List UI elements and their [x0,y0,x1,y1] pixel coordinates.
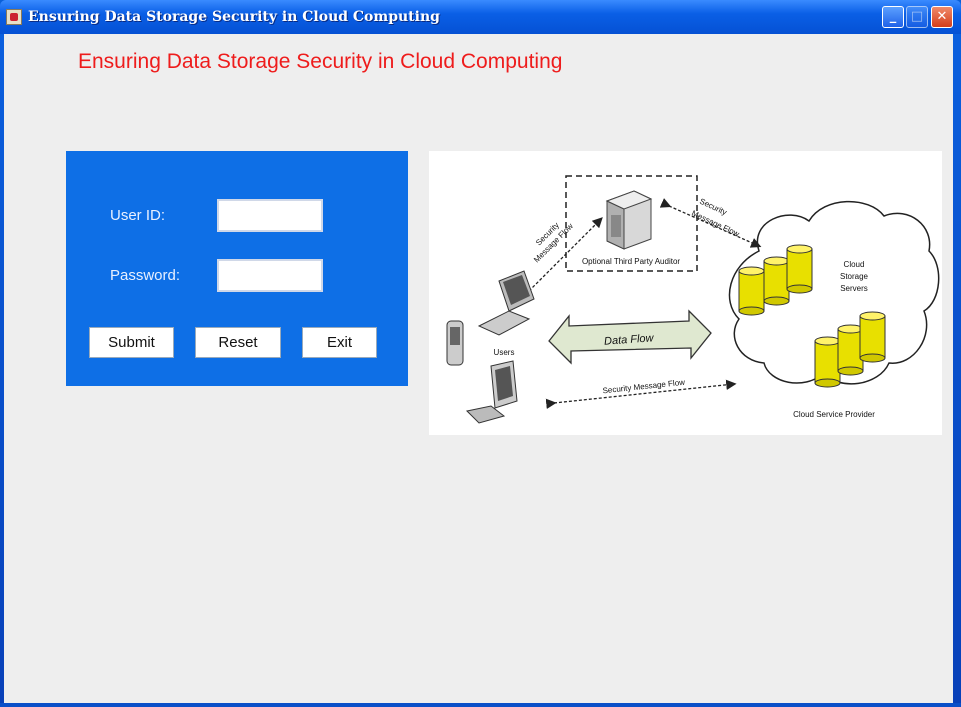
java-app-icon [6,9,22,25]
data-flow-arrow [548,309,712,365]
window-bottom-border [0,703,961,707]
user-id-field[interactable] [217,199,323,232]
maximize-button[interactable]: □ [906,6,928,28]
bottom-security-flow-label: Security Message Flow [602,378,685,396]
content-area: Ensuring Data Storage Security in Cloud … [4,34,953,703]
page-title: Ensuring Data Storage Security in Cloud … [78,50,563,73]
security-flow-right-label-2: Message Flow [690,209,741,239]
bottom-security-flow-arrow [545,379,737,409]
close-button[interactable]: ✕ [931,6,953,28]
auditor-label: Optional Third Party Auditor [582,257,680,266]
reset-button[interactable]: Reset [195,327,281,358]
servers-label-line3: Servers [840,284,868,293]
submit-button[interactable]: Submit [89,327,174,358]
login-panel: User ID: Password: Submit Reset Exit [66,151,408,386]
auditor-server-icon [605,190,653,250]
user-id-label: User ID: [110,207,166,224]
desktop-icon [465,360,518,424]
exit-button[interactable]: Exit [302,327,377,358]
servers-label-line1: Cloud [844,260,865,269]
storage-server-cylinders-top [738,244,813,316]
users-label: Users [494,348,515,357]
window-title: Ensuring Data Storage Security in Cloud … [28,9,440,25]
security-flow-arrow-left [519,217,603,301]
data-flow-label: Data Flow [604,332,655,347]
password-label: Password: [110,267,181,284]
security-flow-arrow-right [659,198,762,248]
laptop-icon [477,270,535,336]
pda-icon [446,320,464,366]
provider-label: Cloud Service Provider [793,410,875,419]
title-bar[interactable]: Ensuring Data Storage Security in Cloud … [0,0,961,34]
cloud-shape [728,200,940,385]
password-field[interactable] [217,259,323,292]
architecture-diagram: Optional Third Party Auditor Security Me… [429,151,942,435]
servers-label-line2: Storage [840,272,869,281]
storage-server-cylinders-bottom [814,311,886,388]
minimize-button[interactable]: _ [882,6,904,28]
